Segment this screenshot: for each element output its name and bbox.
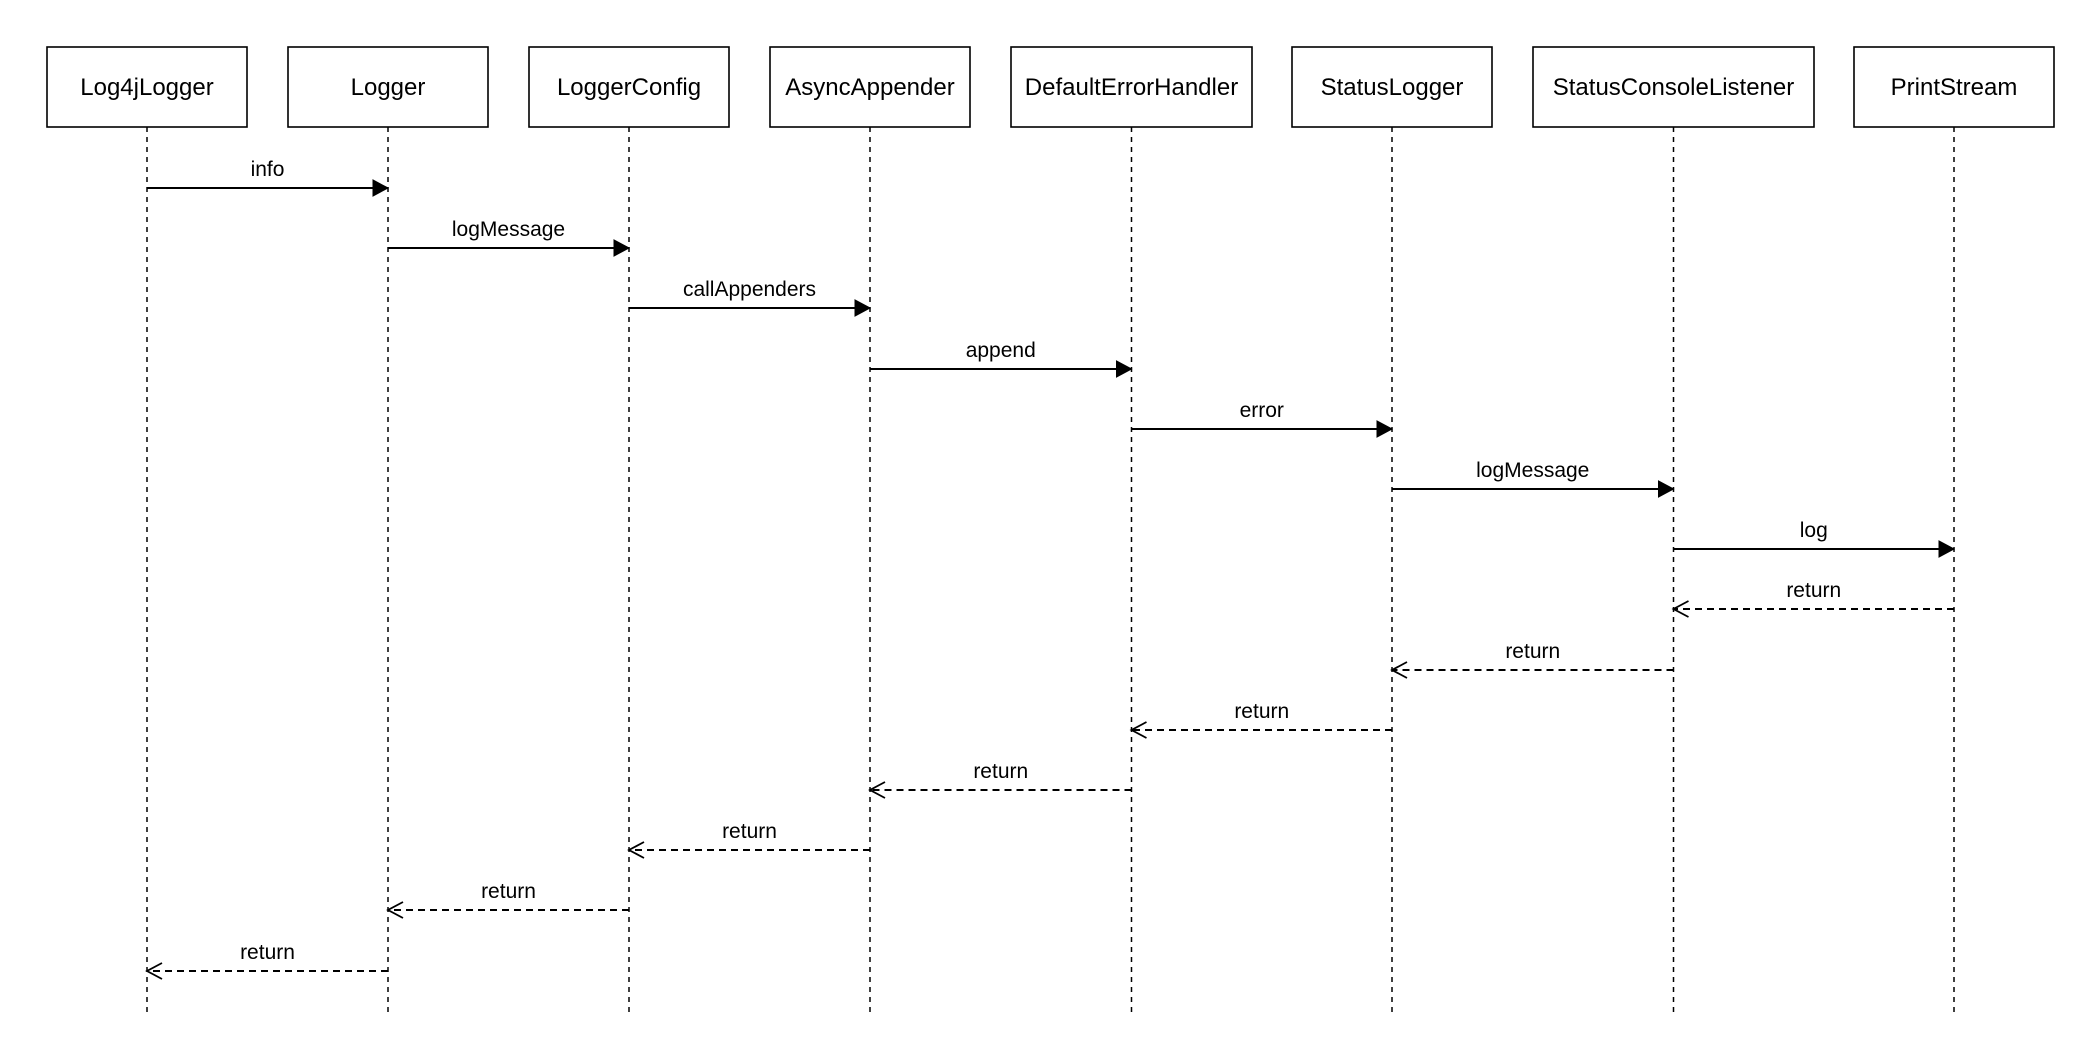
message-label: callAppenders [683, 278, 816, 301]
return-message-14[interactable]: return [145, 941, 388, 980]
message-6[interactable]: logMessage [1392, 459, 1675, 498]
message-label: return [1234, 700, 1289, 723]
message-5[interactable]: error [1131, 399, 1394, 438]
open-arrowhead-icon [1671, 600, 1689, 618]
participant-statuslogger[interactable]: StatusLogger [1291, 46, 1493, 128]
message-1[interactable]: info [147, 158, 390, 197]
message-label: return [481, 880, 536, 903]
participant-label-printstream: PrintStream [1891, 74, 2018, 101]
participant-label-logger: Logger [351, 74, 426, 101]
return-message-10[interactable]: return [1129, 700, 1393, 739]
message-4[interactable]: append [870, 339, 1133, 378]
participant-label-asyncappender: AsyncAppender [785, 74, 954, 101]
filled-arrowhead-icon [1938, 540, 1956, 558]
participant-defaulterrorhandler[interactable]: DefaultErrorHandler [1010, 46, 1253, 128]
filled-arrowhead-icon [1376, 420, 1394, 438]
participant-statusconsolelistener[interactable]: StatusConsoleListener [1532, 46, 1815, 128]
participant-box-logger [287, 46, 489, 128]
participant-box-printstream [1853, 46, 2055, 128]
message-label: logMessage [452, 218, 565, 241]
filled-arrowhead-icon [372, 179, 390, 197]
return-message-13[interactable]: return [386, 880, 629, 919]
participant-asyncappender[interactable]: AsyncAppender [769, 46, 971, 128]
participant-label-log4jlogger: Log4jLogger [80, 74, 213, 101]
message-3[interactable]: callAppenders [629, 278, 872, 317]
message-label: return [722, 820, 777, 843]
open-arrowhead-icon [1129, 721, 1147, 739]
message-7[interactable]: log [1673, 519, 1956, 558]
filled-arrowhead-icon [854, 299, 872, 317]
return-message-12[interactable]: return [627, 820, 870, 859]
participants: Log4jLogger Logger LoggerConfig AsyncAppend… [46, 46, 2055, 1012]
participant-printstream[interactable]: PrintStream [1853, 46, 2055, 128]
message-label: return [240, 941, 295, 964]
messages: info logMessage callAppenders append error lo… [145, 158, 1956, 980]
open-arrowhead-icon [1390, 661, 1408, 679]
participant-label-loggerconfig: LoggerConfig [557, 74, 701, 101]
open-arrowhead-icon [145, 962, 163, 980]
participant-box-asyncappender [769, 46, 971, 128]
message-label: return [973, 760, 1028, 783]
message-label: logMessage [1476, 459, 1589, 482]
return-message-11[interactable]: return [868, 760, 1132, 799]
message-label: return [1786, 579, 1841, 602]
filled-arrowhead-icon [613, 239, 631, 257]
participant-box-statusconsolelistener [1532, 46, 1815, 128]
filled-arrowhead-icon [1658, 480, 1675, 498]
open-arrowhead-icon [386, 901, 404, 919]
message-label: log [1800, 519, 1828, 542]
participant-label-statusconsolelistener: StatusConsoleListener [1553, 74, 1794, 101]
message-2[interactable]: logMessage [388, 218, 631, 257]
participant-label-statuslogger: StatusLogger [1321, 74, 1464, 101]
return-message-9[interactable]: return [1390, 640, 1674, 679]
message-label: return [1505, 640, 1560, 663]
participant-box-log4jlogger [46, 46, 248, 128]
participant-log4jlogger[interactable]: Log4jLogger [46, 46, 248, 128]
filled-arrowhead-icon [1116, 360, 1133, 378]
participant-label-defaulterrorhandler: DefaultErrorHandler [1025, 74, 1238, 101]
message-label: error [1240, 399, 1284, 422]
message-label: info [251, 158, 285, 181]
participant-box-statuslogger [1291, 46, 1493, 128]
open-arrowhead-icon [868, 781, 886, 799]
return-message-8[interactable]: return [1671, 579, 1955, 618]
open-arrowhead-icon [627, 841, 645, 859]
message-label: append [966, 339, 1036, 362]
participant-logger[interactable]: Logger [287, 46, 489, 128]
participant-loggerconfig[interactable]: LoggerConfig [528, 46, 730, 128]
